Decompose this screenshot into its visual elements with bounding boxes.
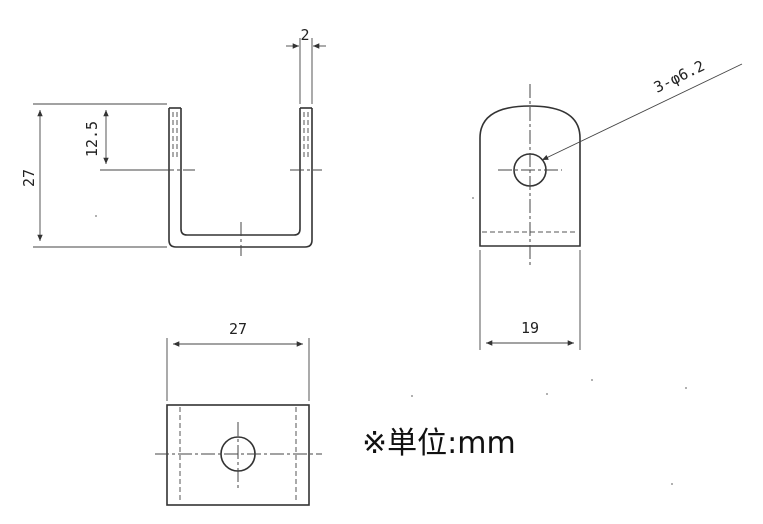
tab-outline bbox=[479, 105, 581, 247]
bracket-inner-outline bbox=[180, 108, 301, 236]
dim-hole-callout: 3-φ6.2 bbox=[651, 57, 708, 97]
dim-width-side: 19 bbox=[521, 319, 539, 337]
hole-leader bbox=[541, 63, 743, 161]
dim-thickness: 2 bbox=[300, 26, 309, 44]
dim-height-total: 27 bbox=[20, 169, 38, 187]
unit-note: ※単位:mm bbox=[362, 426, 516, 461]
front-view: 27 12.5 2 bbox=[20, 26, 326, 256]
bottom-view: 27 bbox=[155, 320, 322, 506]
base-outline bbox=[166, 404, 310, 506]
dim-height-partial: 12.5 bbox=[83, 121, 101, 157]
scan-specks bbox=[95, 197, 687, 485]
dim-width-bottom: 27 bbox=[229, 320, 247, 338]
side-view: 3-φ6.2 19 bbox=[479, 57, 743, 350]
